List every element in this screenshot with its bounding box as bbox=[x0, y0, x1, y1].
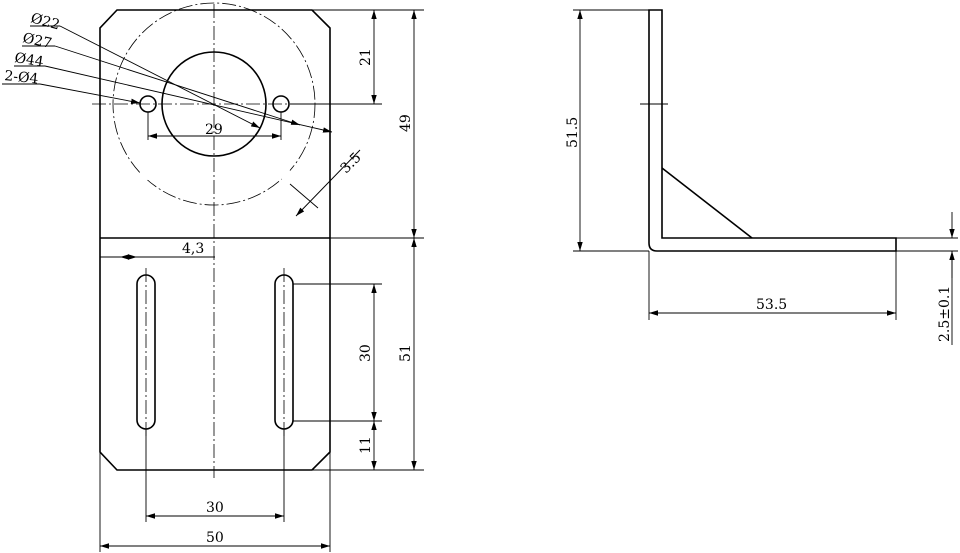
side-view: 51.5 53.5 2.5±0.1 bbox=[565, 9, 958, 345]
dim-bottom-offset: 11 bbox=[358, 436, 374, 454]
dim-lower-height: 51 bbox=[398, 344, 414, 362]
diameter-leaders bbox=[2, 25, 333, 133]
bore-circle-27 bbox=[161, 51, 267, 157]
slot-br-inner bbox=[256, 145, 291, 180]
dim-side-height: 51.5 bbox=[565, 117, 581, 148]
dim-slot-length: 30 bbox=[358, 344, 374, 362]
front-view: Ø22 Ø27 Ø44 2-Ø4 29 3.5 21 49 4,3 30 11 bbox=[2, 2, 424, 552]
diagonal-slots bbox=[141, 39, 291, 180]
ext-35 bbox=[289, 183, 319, 209]
callout-d27: Ø27 bbox=[21, 30, 53, 52]
plate-outline bbox=[99, 9, 331, 471]
callout-holes: 2-Ø4 bbox=[4, 68, 40, 87]
slot-bl-inner bbox=[141, 145, 176, 180]
dim-top-offset: 21 bbox=[358, 48, 374, 66]
slot-tr-inner bbox=[252, 39, 279, 66]
slot-tl-inner bbox=[149, 39, 176, 66]
callout-d44: Ø44 bbox=[13, 50, 45, 70]
gusset-line bbox=[661, 167, 753, 239]
dim-slot-width: 3.5 bbox=[338, 150, 365, 177]
dim-hole-spacing: 29 bbox=[205, 122, 223, 138]
dim-slot-spacing: 30 bbox=[206, 500, 224, 516]
dim-line-35 bbox=[295, 149, 361, 217]
dim-plate-height: 49 bbox=[398, 114, 414, 132]
dim-slot-offset: 4,3 bbox=[182, 241, 204, 257]
dim-thickness: 2.5±0.1 bbox=[937, 286, 953, 342]
callout-d22: Ø22 bbox=[29, 10, 61, 33]
dim-total-width: 50 bbox=[206, 530, 224, 546]
angle-profile bbox=[648, 9, 897, 252]
dim-side-length: 53.5 bbox=[756, 297, 787, 313]
